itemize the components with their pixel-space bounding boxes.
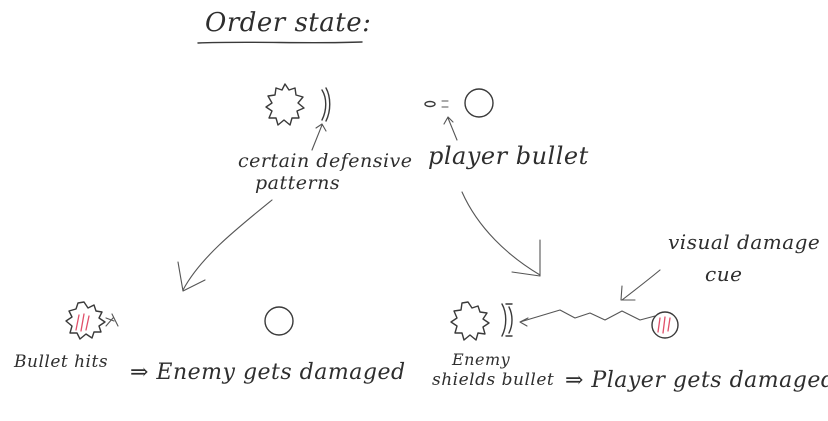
player-top-icon — [464, 88, 494, 118]
label-enemy: Enemy — [452, 350, 511, 369]
damage-marks-enemy — [75, 313, 90, 332]
arrow-to-shield — [311, 123, 327, 151]
label-visual-line1: visual damage — [668, 230, 821, 254]
title-underline — [197, 41, 363, 44]
enemy-shielded-icon — [450, 301, 490, 341]
bullet-impact-icon — [105, 313, 119, 327]
label-player-damaged: ⇒ Player gets damaged — [565, 368, 828, 393]
label-defensive-line1: certain defensive — [238, 150, 413, 172]
damage-marks-player — [657, 316, 671, 334]
label-shields-bullet: shields bullet — [432, 370, 555, 390]
player-bottom-left-icon — [264, 306, 294, 336]
label-enemy-damaged: ⇒ Enemy gets damaged — [130, 360, 406, 385]
shield-top-icon — [321, 87, 331, 122]
player-damaged-icon — [651, 311, 679, 339]
arrow-to-bullet — [443, 116, 458, 141]
player-bullet-icon — [424, 100, 436, 108]
label-player-bullet: player bullet — [428, 142, 589, 170]
label-defensive-line2: patterns — [255, 172, 341, 194]
arrow-visual-cue — [620, 269, 661, 301]
enemy-damaged-icon — [65, 301, 106, 340]
title: Order state: — [205, 8, 372, 38]
arrow-left-branch — [177, 199, 273, 292]
label-bullet-hits: Bullet hits — [14, 352, 109, 372]
enemy-top-icon — [265, 83, 305, 126]
deflected-bullet-trail — [519, 309, 656, 327]
arrow-right-branch — [461, 191, 541, 277]
shield-bottom-icon — [501, 303, 513, 337]
bullet-trail — [441, 100, 449, 108]
label-visual-line2: cue — [705, 262, 743, 286]
